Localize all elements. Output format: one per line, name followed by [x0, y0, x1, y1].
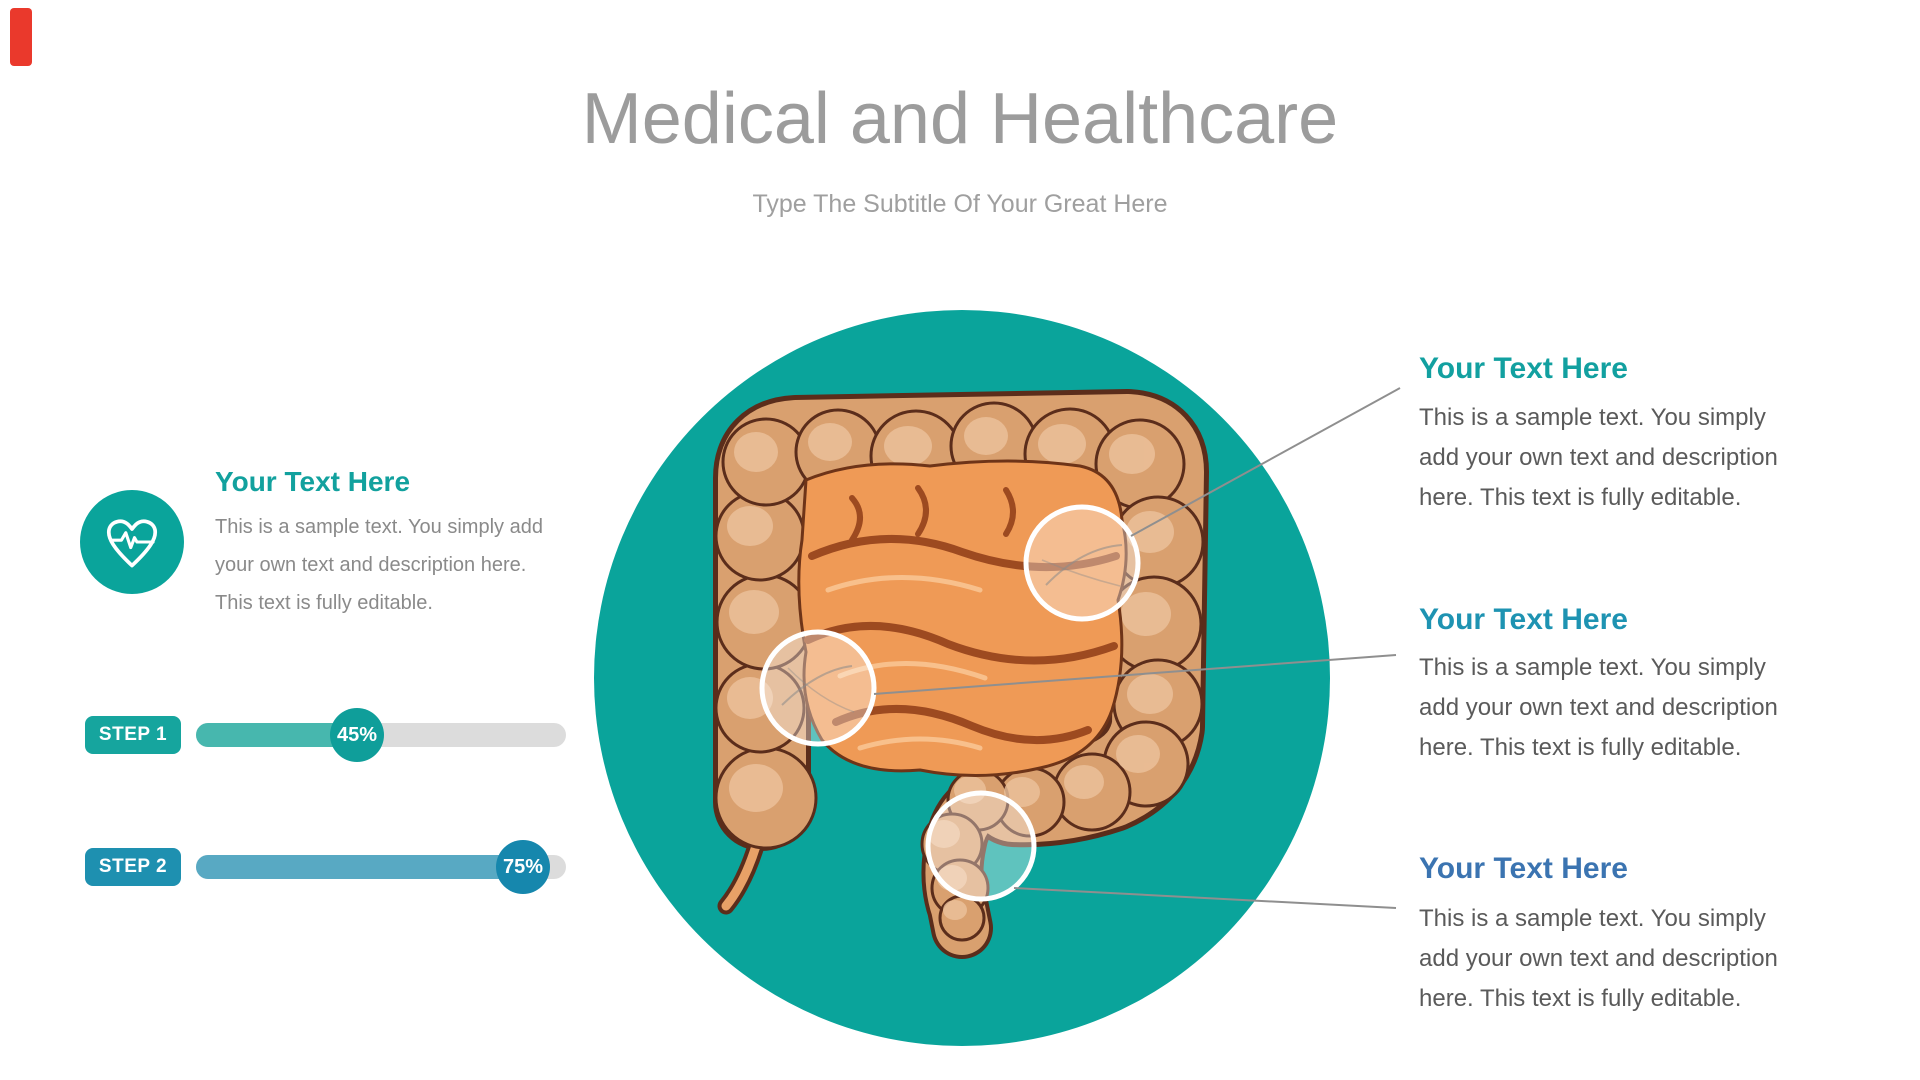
- step1-progress-knob: 45%: [330, 708, 384, 762]
- callout-connector-2: [873, 654, 1397, 695]
- callout-connector-1: [1130, 387, 1401, 537]
- heartbeat-icon-badge: [80, 490, 184, 594]
- magnifier-circle-1: [1023, 504, 1141, 622]
- intro-heading: Your Text Here: [215, 466, 411, 497]
- callout-2-body: This is a sample text. You simply add yo…: [1419, 654, 1778, 761]
- magnifier-circle-3: [925, 790, 1037, 902]
- red-ribbon: [10, 8, 32, 66]
- callout-2-heading: Your Text Here: [1419, 603, 1628, 636]
- callout-connectors: [873, 387, 1401, 909]
- large-intestine: [713, 389, 1209, 959]
- callout-1-heading: Your Text Here: [1419, 352, 1628, 385]
- step1-percent: 45%: [336, 723, 378, 746]
- step1-label: STEP 1: [98, 724, 168, 745]
- step2-percent: 75%: [502, 855, 544, 878]
- step2-label: STEP 2: [98, 856, 168, 877]
- step2-progress-fill: [196, 855, 526, 879]
- slide-subtitle: Type The Subtitle Of Your Great Here: [752, 190, 1168, 218]
- heartbeat-heart-icon: [106, 519, 158, 568]
- magnifier-circles: [759, 504, 1141, 902]
- callout-3-heading: Your Text Here: [1419, 852, 1628, 885]
- callout-connector-3: [1013, 887, 1397, 909]
- intro-body: This is a sample text. You simply add yo…: [215, 516, 543, 614]
- step1-label-pill: STEP 1: [85, 716, 181, 754]
- step2-label-pill: STEP 2: [85, 848, 181, 886]
- callout-3-body: This is a sample text. You simply add yo…: [1419, 905, 1778, 1012]
- step2-progress-knob: 75%: [496, 840, 550, 894]
- callout-1-body: This is a sample text. You simply add yo…: [1419, 404, 1778, 511]
- magnifier-circle-2: [759, 629, 877, 747]
- slide-title: Medical and Healthcare: [581, 79, 1339, 159]
